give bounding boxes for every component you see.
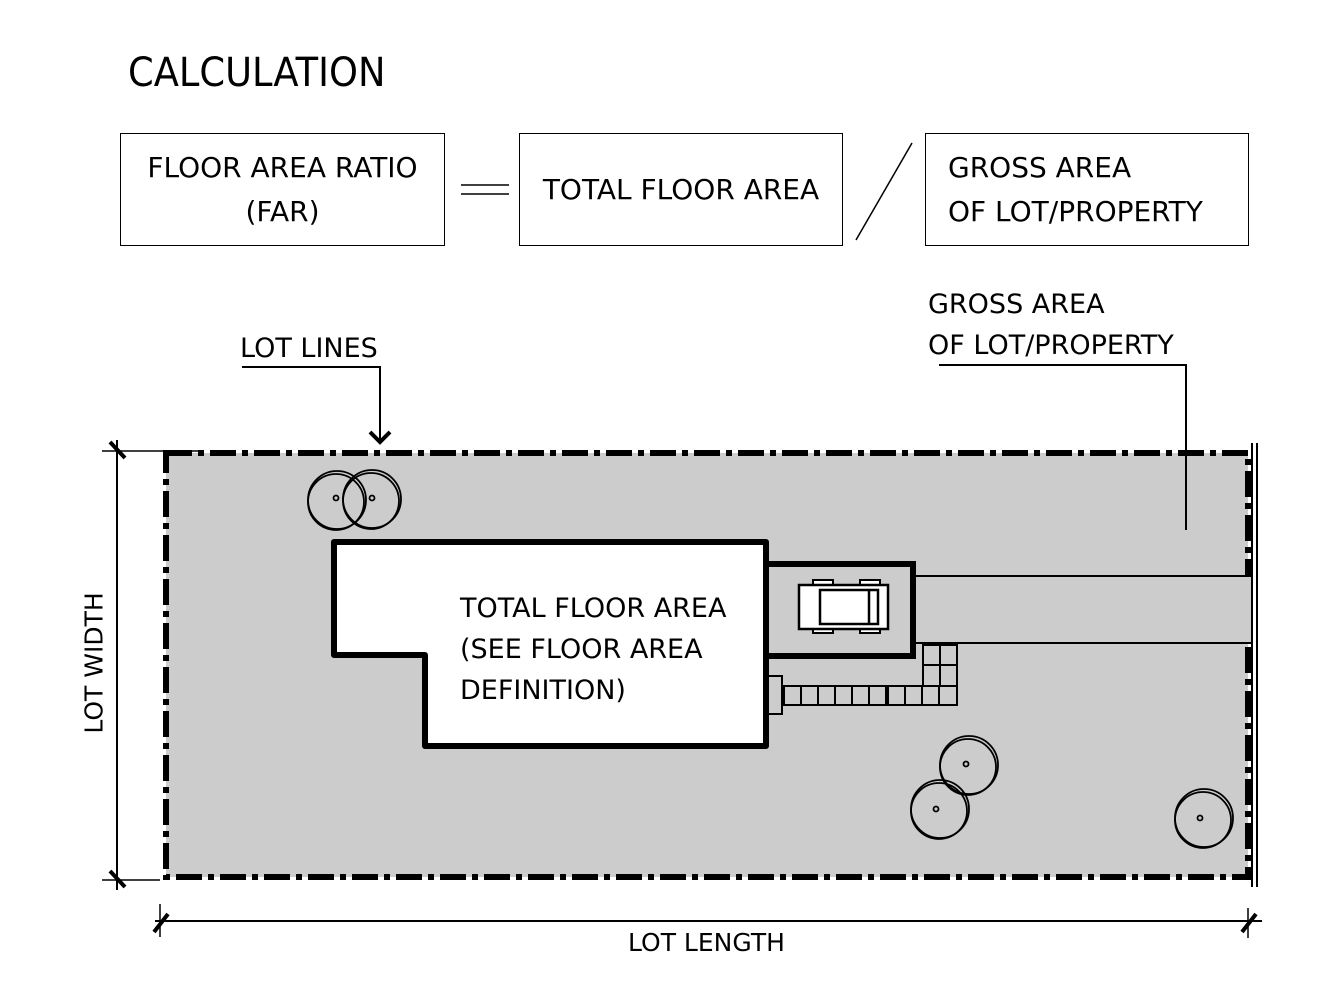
total-floor-area-box: TOTAL FLOOR AREA — [519, 133, 843, 246]
driveway — [909, 575, 1253, 644]
gross-area-box: GROSS AREA OF LOT/PROPERTY — [925, 133, 1249, 246]
building-label-line3: DEFINITION) — [460, 675, 626, 706]
lot-lines-leader — [242, 366, 392, 445]
gross-area-label-line2: OF LOT/PROPERTY — [928, 330, 1174, 361]
gross-area-label-line2: OF LOT/PROPERTY — [948, 194, 1203, 228]
lot-width-dimension — [102, 440, 200, 890]
lot-width-label: LOT WIDTH — [79, 592, 109, 734]
tree-icon — [1174, 788, 1234, 849]
gross-area-label-line1: GROSS AREA — [928, 289, 1105, 320]
gross-area-label-line1: GROSS AREA — [948, 150, 1132, 184]
building-label-line2: (SEE FLOOR AREA — [460, 634, 703, 665]
car-icon — [797, 579, 890, 634]
lot-lines-label: LOT LINES — [240, 333, 378, 364]
building-footprint — [331, 539, 769, 749]
page-title: CALCULATION — [128, 50, 386, 96]
far-label-line1: FLOOR AREA RATIO — [147, 150, 418, 184]
far-label-line2: (FAR) — [245, 194, 320, 228]
equals-sign — [461, 184, 509, 195]
lot-length-label: LOT LENGTH — [628, 928, 785, 957]
lot-length-dimension — [152, 904, 1262, 938]
walkway-pavers — [767, 644, 958, 715]
gross-area-leader — [939, 364, 1187, 530]
tree-icon — [910, 735, 999, 840]
building-label-line1: TOTAL FLOOR AREA — [460, 593, 727, 624]
lot-lines — [163, 450, 1251, 880]
far-box: FLOOR AREA RATIO (FAR) — [120, 133, 445, 246]
divide-slash — [855, 142, 913, 241]
tree-icon — [307, 469, 402, 531]
total-floor-area-label: TOTAL FLOOR AREA — [542, 172, 820, 206]
